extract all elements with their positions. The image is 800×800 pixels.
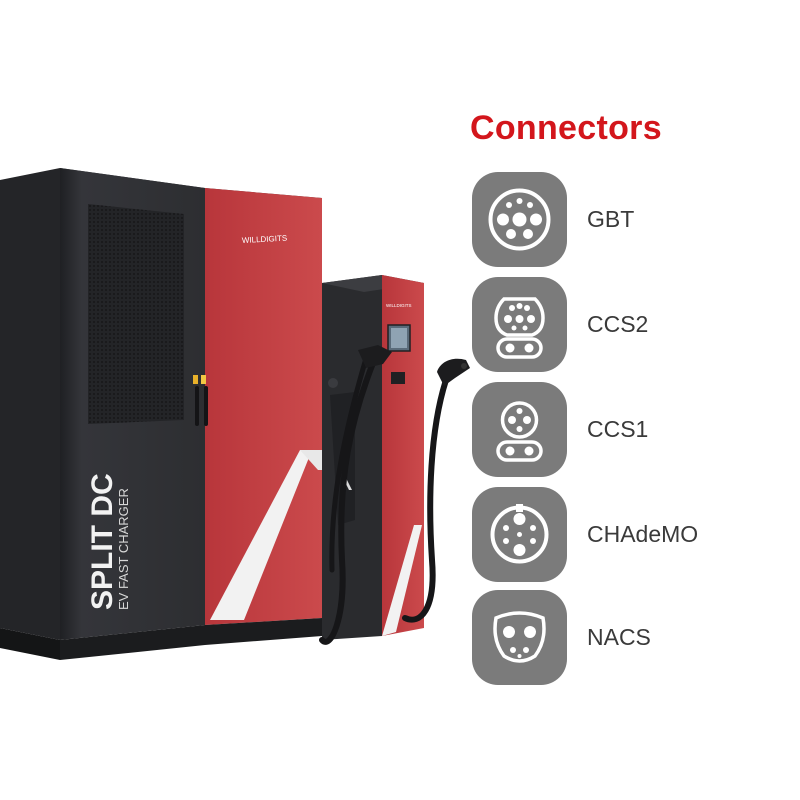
connector-item-gbt: GBT bbox=[472, 172, 772, 267]
model-subtitle: EV FAST CHARGER bbox=[116, 488, 131, 610]
connector-label-ccs2: CCS2 bbox=[587, 311, 649, 337]
charging-dispenser: WILLDIGITS bbox=[322, 275, 424, 640]
charging-cables bbox=[319, 355, 449, 645]
connector-label-ccs1: CCS1 bbox=[587, 416, 649, 442]
door-handle bbox=[195, 386, 199, 426]
model-title: SPLIT DC bbox=[86, 473, 119, 610]
cabinet-brand-logo: WILLDIGITS bbox=[242, 234, 288, 245]
power-cabinet: SPLIT DC EV FAST CHARGER WILLDIGITS bbox=[0, 168, 322, 660]
ccs1-connector-icon bbox=[472, 382, 567, 477]
connector-label-nacs: NACS bbox=[587, 624, 651, 650]
connector-item-ccs2: CCS2 bbox=[472, 277, 772, 372]
nacs-connector-icon bbox=[472, 590, 567, 685]
gbt-connector-icon bbox=[472, 172, 567, 267]
white-stripe-decoration bbox=[210, 450, 312, 620]
dispenser-brand-logo: WILLDIGITS bbox=[386, 303, 412, 308]
connector-item-ccs1: CCS1 bbox=[472, 382, 772, 477]
chademo-connector-icon bbox=[472, 487, 567, 582]
ccs2-connector-icon bbox=[472, 277, 567, 372]
indicator-light-yellow bbox=[201, 375, 206, 384]
vent-grille bbox=[88, 204, 184, 424]
connector-item-chademo: CHAdeMO bbox=[472, 487, 772, 582]
connector-item-nacs: NACS bbox=[472, 590, 772, 685]
charging-plugs bbox=[358, 345, 470, 386]
indicator-light-red bbox=[193, 375, 198, 384]
connector-label-gbt: GBT bbox=[587, 206, 635, 232]
connector-label-chademo: CHAdeMO bbox=[587, 521, 699, 547]
connectors-title: Connectors bbox=[470, 109, 662, 147]
